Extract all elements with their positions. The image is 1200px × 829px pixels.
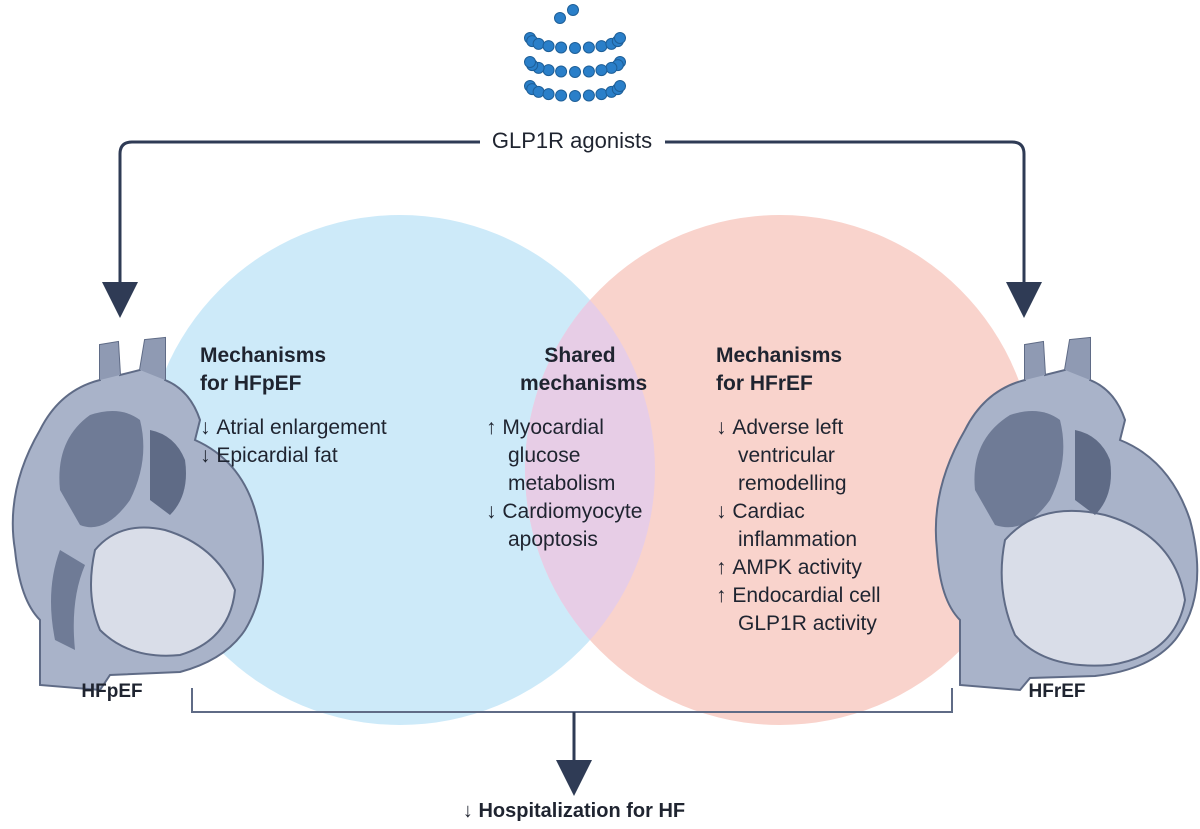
hfref-effect-item: Adverse left: [716, 414, 881, 442]
hfpef-effect-item: Epicardial fat: [200, 442, 387, 470]
shared-heading: Shared mechanisms: [520, 342, 648, 398]
peptide-bead: [595, 88, 608, 101]
peptide-bead: [542, 40, 555, 53]
hfref-effect-item-cont: GLP1R activity: [738, 612, 877, 635]
peptide-bead: [542, 64, 555, 77]
peptide-bead: [605, 61, 618, 74]
peptide-bead: [567, 4, 579, 16]
hfref-heading-line1: Mechanisms: [716, 344, 843, 367]
hfpef-heart-label: HFpEF: [81, 681, 143, 702]
hfref-effects-list: Adverse left ventricular remodelling Car…: [716, 414, 881, 638]
peptide-bead: [582, 65, 595, 78]
hfref-effect-item-cont: remodelling: [738, 472, 847, 495]
hfref-heading: Mechanisms for HFrEF: [716, 342, 842, 398]
peptide-bead: [555, 65, 568, 78]
shared-heading-line2: mechanisms: [520, 372, 648, 395]
hfpef-heading: Mechanisms for HFpEF: [200, 342, 326, 398]
peptide-bead: [542, 88, 555, 101]
outcome-bracket: [191, 688, 953, 713]
arrow-to-hfref: [665, 140, 1042, 318]
drug-label: GLP1R agonists: [483, 127, 661, 155]
shared-effect-item: Cardiomyocyte: [486, 498, 642, 526]
peptide-bead: [614, 32, 626, 44]
peptide-bead: [582, 41, 595, 54]
hfref-heart-icon: [934, 336, 1199, 692]
peptide-bead: [532, 37, 545, 50]
hfpef-effects-list: Atrial enlargement Epicardial fat: [200, 414, 387, 470]
shared-effect-item: Myocardial: [486, 414, 642, 442]
hfpef-effect-item: Atrial enlargement: [200, 414, 386, 442]
shared-effect-item-cont: glucose: [508, 444, 581, 467]
peptide-chain-icon: [524, 4, 626, 102]
hfpef-circle: [145, 215, 655, 725]
hfref-effect-item: AMPK activity: [716, 554, 881, 582]
peptide-bead: [555, 41, 568, 54]
peptide-bead: [569, 66, 581, 78]
shared-effect-item-cont: metabolism: [508, 472, 616, 495]
peptide-bead: [524, 56, 536, 68]
hfref-effect-item: Cardiac: [716, 498, 881, 526]
peptide-bead: [595, 40, 608, 53]
hfpef-heart-icon: [11, 336, 264, 692]
hfref-circle: [525, 215, 1035, 725]
down-arrow-icon: ↓: [462, 800, 479, 822]
hfref-heart-label: HFrEF: [1028, 681, 1086, 702]
shared-heading-line1: Shared: [544, 344, 616, 367]
peptide-bead: [614, 80, 626, 92]
hfpef-heading-line1: Mechanisms: [200, 344, 327, 367]
hfref-effect-item: Endocardial cell: [716, 582, 880, 610]
hfref-heading-line2: for HFrEF: [716, 372, 813, 395]
shared-effects-list: Myocardial glucose metabolism Cardiomyoc…: [486, 414, 642, 554]
peptide-bead: [595, 64, 608, 77]
outcome-text: Hospitalization for HF: [478, 800, 686, 822]
peptide-bead: [554, 12, 566, 24]
arrow-to-hfpef: [102, 140, 480, 318]
shared-effect-item-cont: apoptosis: [508, 528, 598, 551]
peptide-bead: [555, 89, 568, 102]
hfref-effect-item-cont: ventricular: [738, 444, 835, 467]
hfpef-heading-line2: for HFpEF: [200, 372, 302, 395]
peptide-bead: [569, 42, 581, 54]
hfref-effect-item-cont: inflammation: [738, 528, 858, 551]
peptide-bead: [569, 90, 581, 102]
outcome-label: ↓ Hospitalization for HF: [463, 797, 685, 825]
peptide-bead: [532, 85, 545, 98]
peptide-bead: [582, 89, 595, 102]
